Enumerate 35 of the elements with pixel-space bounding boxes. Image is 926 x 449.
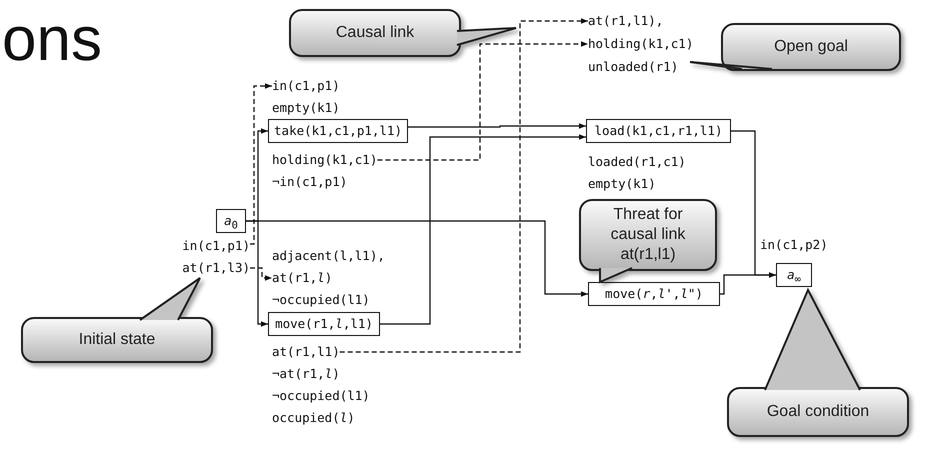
condition-text: at(r1,l1) — [272, 343, 340, 361]
condition-text: at(r1,l3) — [172, 259, 250, 277]
action-box: take(k1,c1,p1,l1) — [268, 119, 408, 143]
condition-text: ¬occupied(l1) — [272, 387, 370, 405]
causal-link-arrow — [250, 83, 272, 245]
condition-text: in(c1,p1) — [272, 77, 340, 95]
callout-bubble: Goal condition — [727, 289, 909, 437]
ordering-arrow — [246, 220, 588, 297]
action-box: load(k1,c1,r1,l1) — [586, 119, 731, 143]
condition-text: empty(k1) — [272, 99, 340, 117]
ordering-arrow — [720, 272, 776, 295]
condition-text: in(c1,p1) — [172, 237, 250, 255]
action-box: a$_{0}$ — [216, 209, 246, 233]
condition-text: loaded(r1,c1) — [588, 153, 686, 171]
slide-title: ons — [2, 4, 102, 76]
condition-text: holding(k1,c1) — [272, 151, 378, 169]
ordering-arrow — [408, 123, 586, 129]
ordering-arrow — [380, 134, 586, 325]
causal-link-arrow — [340, 18, 588, 353]
condition-text: occupied(l) — [272, 409, 355, 427]
action-box: a$_{∞}$ — [776, 263, 812, 287]
node-label: Goal condition — [766, 403, 870, 420]
condition-text: empty(k1) — [588, 175, 656, 193]
condition-text: in(c1,p2) — [760, 236, 828, 254]
condition-text: at(r1,l) — [272, 269, 332, 287]
condition-text: at(r1,l1), — [588, 12, 664, 30]
condition-text: ¬at(r1,l) — [272, 365, 340, 383]
condition-text: ¬occupied(l1) — [272, 291, 370, 309]
causal-link-arrow — [250, 267, 272, 281]
causal-link-arrow — [377, 41, 588, 161]
condition-text: unloaded(r1) — [588, 58, 678, 76]
condition-text: adjacent(l,l1), — [272, 247, 385, 265]
action-box: move(r,l',l") — [588, 282, 720, 306]
action-box: move(r1,l,l1) — [268, 312, 380, 336]
condition-text: ¬in(c1,p1) — [272, 173, 348, 191]
